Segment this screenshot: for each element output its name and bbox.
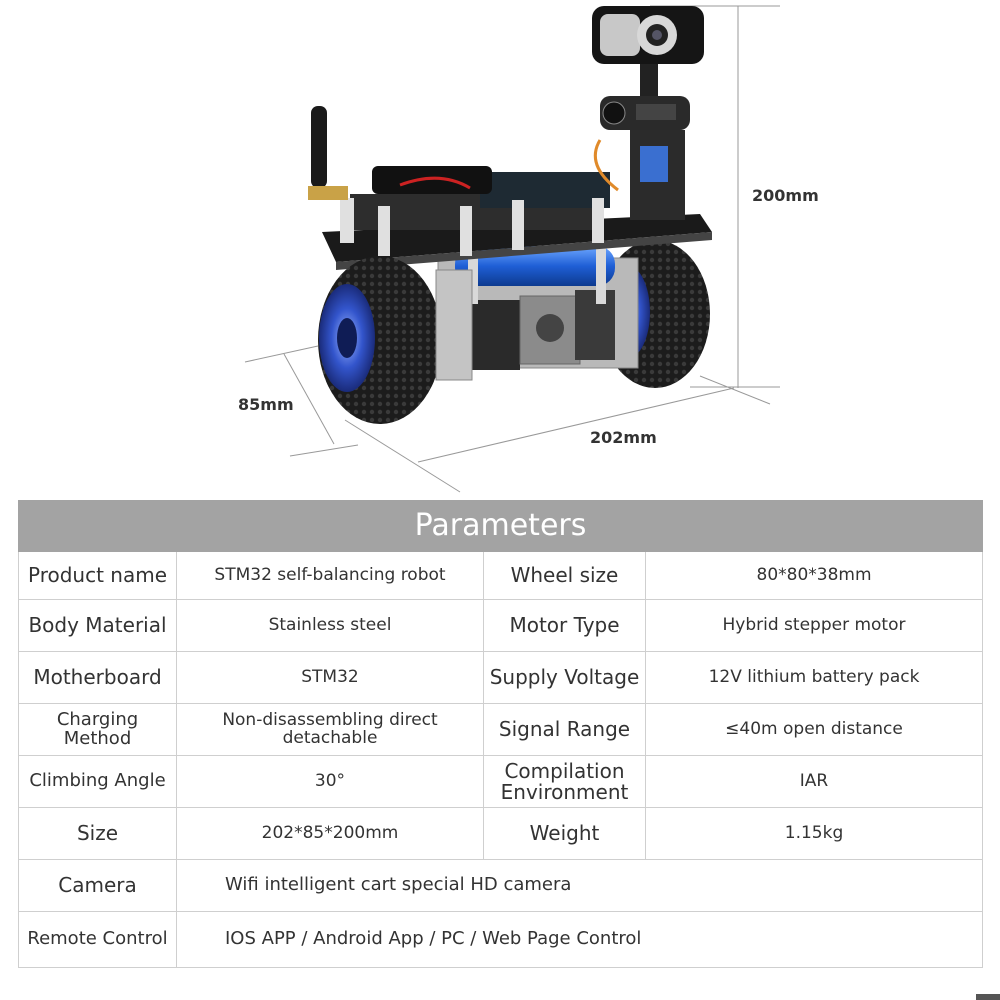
depth-dimension-label: 85mm	[238, 395, 294, 414]
top-plate	[322, 166, 712, 270]
param-value: STM32 self-balancing robot	[176, 551, 484, 600]
antenna	[308, 106, 348, 200]
table-row: Body Material Stainless steel Motor Type…	[18, 599, 984, 652]
table-title: Parameters	[17, 500, 984, 552]
param-label: Remote Control	[18, 911, 177, 968]
parameters-table: Parameters Product name STM32 self-balan…	[17, 500, 984, 968]
param-value: Wifi intelligent cart special HD camera	[175, 859, 984, 912]
param-label: Wheel size	[483, 551, 646, 600]
dimension-lines	[244, 5, 780, 493]
param-value: Hybrid stepper motor	[644, 599, 984, 652]
param-value: 80*80*38mm	[644, 551, 984, 600]
table-row: Climbing Angle 30° Compilation Environme…	[18, 755, 984, 808]
table-row: Motherboard STM32 Supply Voltage 12V lit…	[18, 651, 984, 704]
camera-assembly	[592, 6, 704, 220]
param-value: Non-disassembling direct detachable	[176, 703, 484, 756]
product-illustration: 200mm 85mm 202mm	[238, 5, 819, 493]
table-row: Charging Method Non-disassembling direct…	[18, 703, 984, 756]
param-value: 30°	[176, 755, 484, 808]
param-value: Stainless steel	[176, 599, 484, 652]
param-label: Motor Type	[483, 599, 646, 652]
front-wheel	[318, 256, 473, 424]
param-value: STM32	[176, 651, 484, 704]
width-dimension-label: 202mm	[590, 428, 657, 447]
param-label: Compilation Environment	[483, 755, 646, 808]
param-label: Body Material	[18, 599, 177, 652]
robot-photo	[244, 5, 780, 493]
param-label: Camera	[18, 859, 177, 912]
table-title-row: Parameters	[17, 500, 984, 552]
param-value: 12V lithium battery pack	[644, 651, 984, 704]
param-label: Product name	[18, 551, 177, 600]
param-value: 202*85*200mm	[176, 807, 484, 860]
param-label: Signal Range	[483, 703, 646, 756]
param-value: ≤40m open distance	[644, 703, 984, 756]
param-label: Climbing Angle	[18, 755, 177, 808]
param-label: Size	[18, 807, 177, 860]
param-value: IOS APP / Android App / PC / Web Page Co…	[175, 911, 984, 968]
table-row: Product name STM32 self-balancing robot …	[18, 551, 984, 600]
param-value: 1.15kg	[644, 807, 984, 860]
param-label: Motherboard	[18, 651, 177, 704]
table-row: Remote Control IOS APP / Android App / P…	[18, 911, 984, 968]
height-dimension-label: 200mm	[752, 186, 819, 205]
corner-mark	[976, 994, 1000, 1000]
param-label: Weight	[483, 807, 646, 860]
param-label: Charging Method	[18, 703, 177, 756]
param-value: IAR	[644, 755, 984, 808]
table-row: Size 202*85*200mm Weight 1.15kg	[18, 807, 984, 860]
table-row: Camera Wifi intelligent cart special HD …	[18, 859, 984, 912]
param-label: Supply Voltage	[483, 651, 646, 704]
